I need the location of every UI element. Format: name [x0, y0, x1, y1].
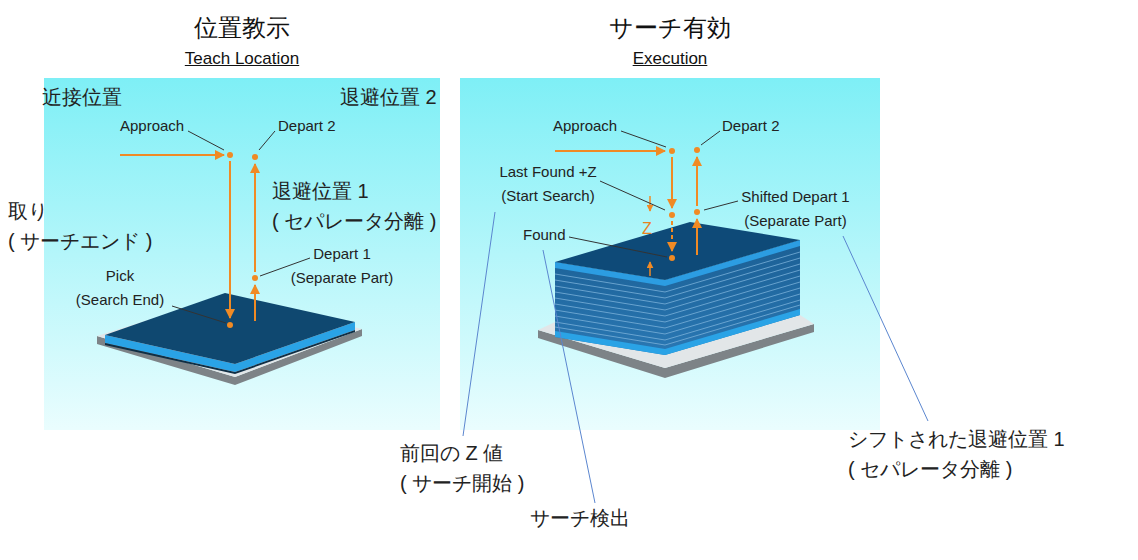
point-label: Shifted Depart 1 (Separate Part): [733, 185, 858, 233]
point-label: Last Found +Z (Start Search): [492, 160, 604, 208]
panel-ground: [460, 78, 880, 430]
point-label: Depart 2: [278, 116, 336, 136]
japanese-annotation: 退避位置 1 ( セパレータ分離 ): [272, 176, 462, 236]
japanese-annotation: 取り ( サーチエンド ): [8, 196, 208, 256]
japanese-annotation: サーチ検出: [530, 505, 630, 531]
point-label: Z: [642, 219, 652, 240]
panel-box: 位置教示Teach Location: [44, 78, 440, 430]
point-label: Depart 2: [722, 116, 780, 136]
point-label: Depart 1 (Separate Part): [286, 242, 398, 290]
stacked-plates: [538, 222, 814, 378]
wrap-spacer: [733, 185, 739, 209]
panel-subtitle: Teach Location: [44, 49, 440, 69]
wrap-spacer: [1070, 424, 1088, 454]
wrap-spacer: [373, 242, 398, 266]
japanese-annotation: 退避位置 2: [340, 84, 437, 110]
wrap-spacer: [852, 185, 858, 209]
wrap-spacer: [54, 196, 208, 226]
wrap-spacer: [70, 264, 104, 288]
point-label: Found: [523, 225, 566, 245]
wrap-spacer: [492, 160, 498, 184]
panel-subtitle: Execution: [460, 49, 880, 69]
wrap-spacer: [375, 176, 462, 206]
panel-title: 位置教示: [44, 12, 440, 44]
japanese-annotation: シフトされた退避位置 1 ( セパレータ分離 ): [848, 424, 1088, 484]
point-label: Approach: [120, 116, 184, 136]
panel-title: サーチ有効: [460, 12, 880, 44]
leader-line: [172, 131, 738, 323]
wrap-spacer: [286, 242, 311, 266]
point-label: Approach: [553, 116, 617, 136]
wrap-spacer: [599, 160, 605, 184]
teach-point: [227, 152, 258, 328]
point-label: Pick (Search End): [70, 264, 170, 312]
teach-point: [669, 147, 700, 261]
japanese-annotation: 近接位置: [42, 84, 122, 110]
wrap-spacer: [137, 264, 171, 288]
panel-ground: [44, 78, 440, 430]
japanese-annotation: 前回の Z 値 ( サーチ開始 ): [400, 438, 580, 498]
wrap-spacer: [509, 438, 580, 468]
panel-box: サーチ有効Execution: [460, 78, 880, 430]
